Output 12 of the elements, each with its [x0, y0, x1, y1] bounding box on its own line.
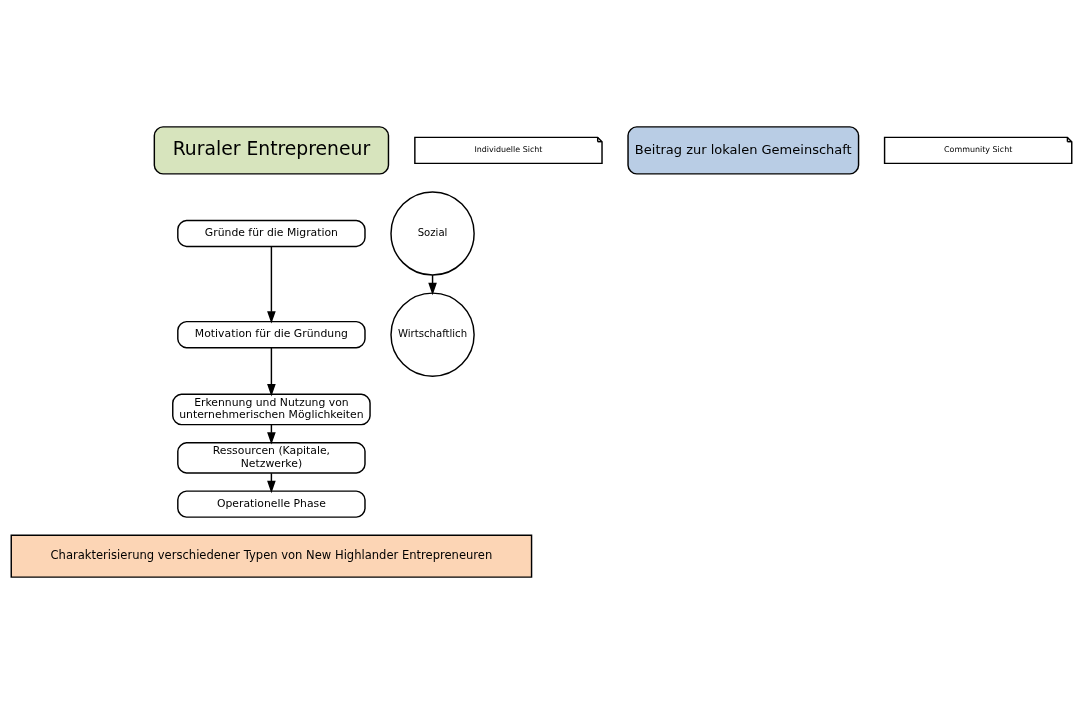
node-box: Beitrag zur lokalen Gemeinschaft — [627, 126, 860, 175]
node-box: Erkennung und Nutzung von unternehmerischen Möglichkeiten — [172, 393, 371, 426]
node-box: Gründe für die Migration — [177, 219, 366, 248]
node-box: Ruraler Entrepreneur — [153, 126, 390, 175]
node-circle: Sozial — [390, 191, 475, 276]
node-box: Motivation für die Gründung — [177, 320, 366, 349]
node-box: Operationelle Phase — [177, 490, 366, 518]
node-box: Ressourcen (Kapitale, Netzwerke) — [177, 441, 366, 474]
arrow — [267, 347, 276, 397]
node-box: Charakterisierung verschiedener Typen von New Highlander Entrepreneuren — [10, 534, 533, 578]
node-circle: Wirtschaftlich — [390, 292, 475, 377]
arrow — [267, 245, 276, 324]
